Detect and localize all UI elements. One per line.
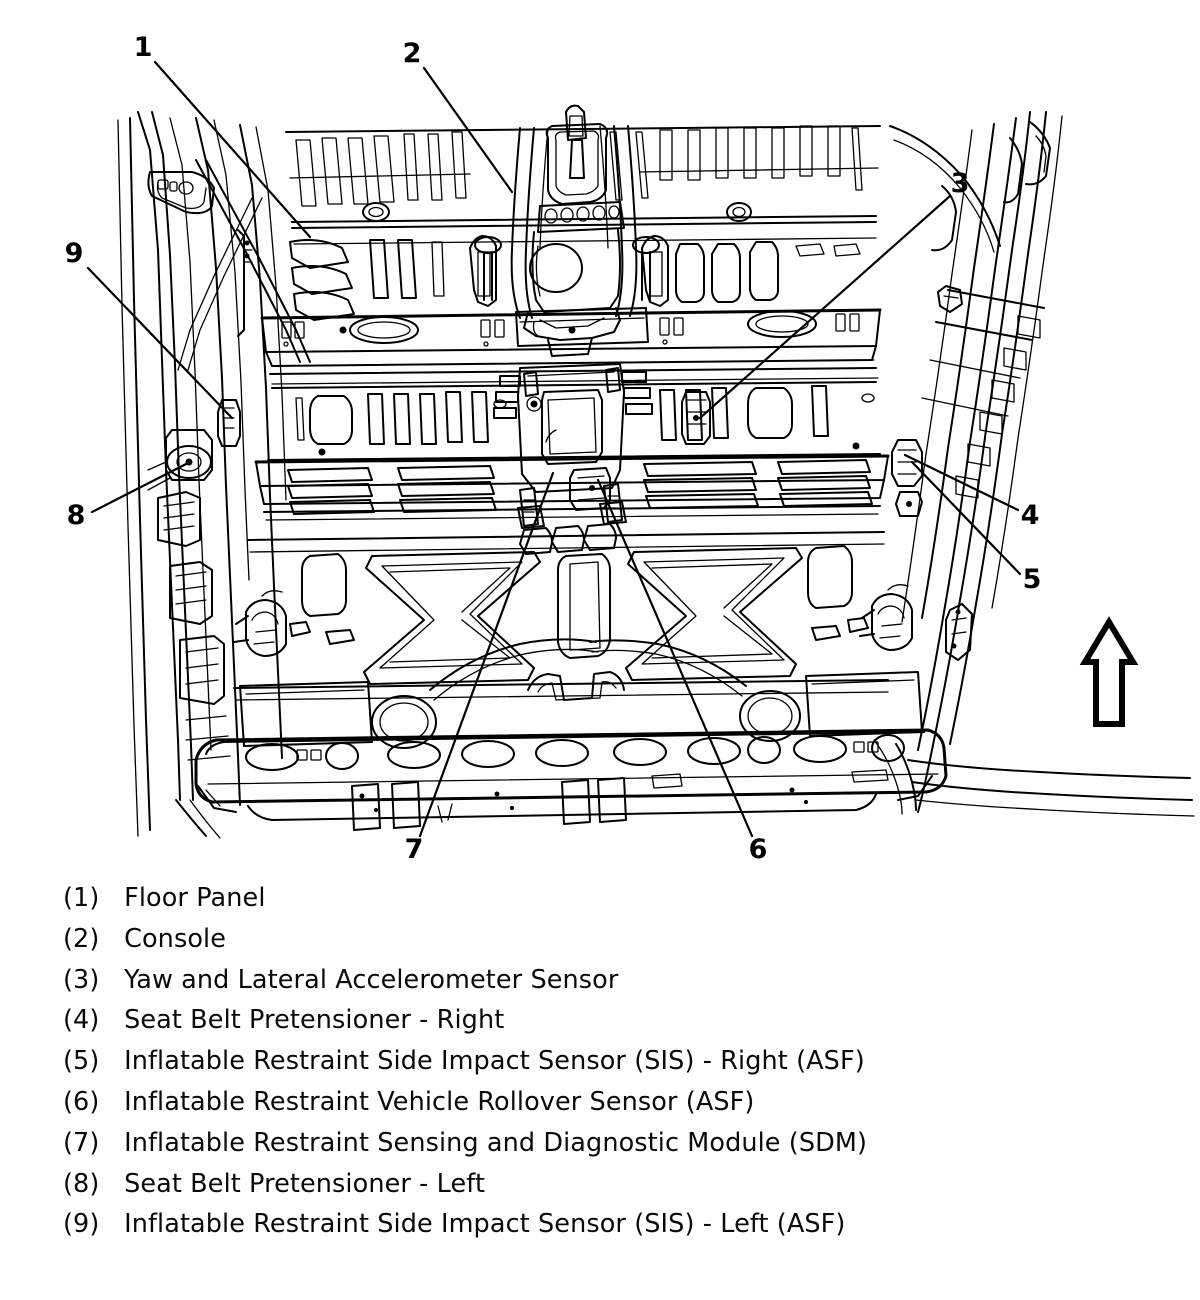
legend-item-label: Floor Panel — [124, 883, 266, 913]
vehicle-underbody-diagram: 1 2 3 4 5 6 7 8 9 — [0, 0, 1200, 870]
left-x-embossment — [363, 551, 541, 685]
sdm-module-cluster — [493, 363, 653, 527]
legend-item-number: (6) — [63, 1086, 100, 1117]
yaw-lateral-accelerometer-sensor — [681, 391, 711, 445]
callout-number-2: 2 — [403, 38, 422, 69]
legend-item: (8) Seat Belt Pretensioner - Left — [63, 1164, 1063, 1205]
rear-crossmember-oval-holes — [194, 728, 948, 831]
legend-item-label: Seat Belt Pretensioner - Left — [124, 1168, 486, 1199]
legend-item: (1) Floor Panel — [63, 878, 1063, 919]
leader-line-6 — [596, 478, 754, 838]
legend-item-number: (9) — [63, 1209, 100, 1240]
callout-numbers: 1 2 3 4 5 6 7 8 9 — [65, 32, 1042, 865]
legend-item-number: (3) — [63, 964, 100, 995]
left-body-side-assembly — [137, 111, 311, 806]
callout-number-6: 6 — [749, 834, 768, 865]
leader-line-5 — [910, 460, 1022, 576]
legend-item-number: (4) — [63, 1005, 100, 1036]
oval-hole-row — [245, 734, 905, 771]
front-seat-crossmember — [260, 307, 882, 385]
legend-item-label: Inflatable Restraint Side Impact Sensor … — [124, 1209, 846, 1240]
leader-line-8 — [90, 460, 192, 514]
rear-seat-crossmember — [254, 454, 890, 555]
component-legend-list: (1) Floor Panel (2) Console (3) Yaw and … — [63, 878, 1063, 1245]
leader-line-3 — [698, 194, 952, 420]
forward-direction-arrow — [1079, 616, 1139, 727]
callout-number-9: 9 — [65, 238, 84, 269]
legend-item: (4) Seat Belt Pretensioner - Right — [63, 1000, 1063, 1041]
legend-item: (7) Inflatable Restraint Sensing and Dia… — [63, 1123, 1063, 1164]
legend-item-number: (5) — [63, 1046, 100, 1077]
leader-line-2 — [422, 66, 514, 194]
legend-item-label: Inflatable Restraint Sensing and Diagnos… — [124, 1127, 868, 1158]
legend-item: (9) Inflatable Restraint Side Impact Sen… — [63, 1204, 1063, 1245]
legend-item-number: (8) — [63, 1168, 100, 1199]
callout-number-1: 1 — [134, 32, 153, 63]
callout-number-8: 8 — [67, 500, 86, 531]
mid-floor-panel — [267, 381, 881, 461]
legend-item-label: Console — [124, 923, 227, 954]
floor-studs — [474, 236, 660, 301]
leader-line-4 — [903, 453, 1020, 512]
left-rear-bracket — [233, 590, 355, 657]
lower-body-extensions — [117, 117, 221, 839]
legend-item-number: (1) — [63, 883, 100, 913]
console-tunnel-assembly — [510, 104, 638, 357]
callout-leader-lines — [86, 60, 1022, 838]
paint-speckles — [359, 787, 809, 813]
leader-line-9 — [86, 266, 234, 420]
leader-line-1 — [153, 60, 312, 239]
legend-item-label: Seat Belt Pretensioner - Right — [124, 1005, 505, 1036]
legend-item-label: Inflatable Restraint Vehicle Rollover Se… — [124, 1086, 755, 1117]
legend-item: (3) Yaw and Lateral Accelerometer Sensor — [63, 960, 1063, 1001]
legend-item-number: (2) — [63, 923, 100, 954]
diagram-background — [0, 0, 1200, 870]
legend-item: (5) Inflatable Restraint Side Impact Sen… — [63, 1041, 1063, 1082]
rear-seat-pan — [233, 638, 923, 749]
legend-item-label: Inflatable Restraint Side Impact Sensor … — [124, 1046, 865, 1077]
right-x-embossment — [625, 547, 803, 681]
legend-item: (6) Inflatable Restraint Vehicle Rollove… — [63, 1082, 1063, 1123]
legend-item: (2) Console — [63, 919, 1063, 960]
right-body-side-assembly — [873, 111, 1195, 817]
legend-item-number: (7) — [63, 1127, 100, 1158]
legend-item-label: Yaw and Lateral Accelerometer Sensor — [124, 964, 619, 995]
right-rear-bracket — [811, 584, 913, 651]
callout-number-7: 7 — [405, 834, 424, 865]
diagram-svg: 1 2 3 4 5 6 7 8 9 — [0, 0, 1200, 870]
leader-line-7 — [418, 471, 555, 838]
callout-number-3: 3 — [951, 168, 970, 199]
callout-number-4: 4 — [1021, 500, 1040, 531]
callout-number-5: 5 — [1023, 564, 1042, 595]
